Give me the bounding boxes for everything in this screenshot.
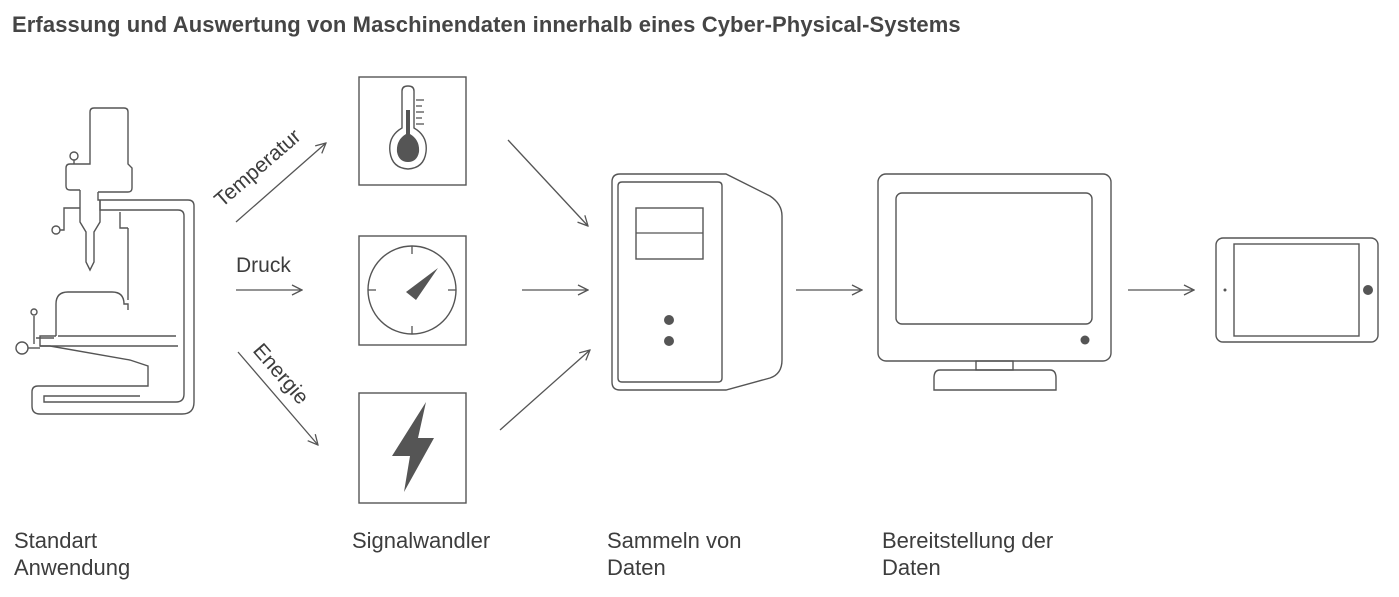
temperature-arrow bbox=[235, 143, 326, 223]
monitor-icon bbox=[877, 173, 1112, 391]
page-title: Erfassung und Auswertung von Maschinenda… bbox=[12, 12, 961, 37]
arrow-temperature-to-server bbox=[507, 139, 588, 226]
tablet-icon bbox=[1215, 237, 1379, 343]
sensor-box-energy bbox=[358, 392, 467, 504]
stage-label-data-provision: Bereitstellung der Daten bbox=[882, 528, 1054, 580]
energy-arrow bbox=[237, 351, 318, 445]
thermometer-icon bbox=[389, 85, 427, 170]
arrow-energy-to-server bbox=[499, 350, 590, 431]
signal-label-pressure: Druck bbox=[236, 254, 291, 277]
milling-machine-icon bbox=[15, 107, 195, 415]
stage-label-signal-converter: Signalwandler bbox=[352, 528, 491, 553]
sensor-box-pressure bbox=[358, 235, 467, 346]
stage-label-data-collection: Sammeln von Daten bbox=[607, 528, 742, 580]
server-tower-icon bbox=[611, 173, 783, 391]
sensor-box-temperature bbox=[358, 76, 467, 186]
gauge-icon bbox=[367, 245, 457, 335]
stage-label-application: Standart Anwendung bbox=[14, 528, 131, 580]
signal-label-temperature: Temperatur bbox=[210, 125, 305, 212]
signal-label-energy: Energie bbox=[248, 339, 313, 409]
lightning-icon bbox=[392, 402, 434, 492]
